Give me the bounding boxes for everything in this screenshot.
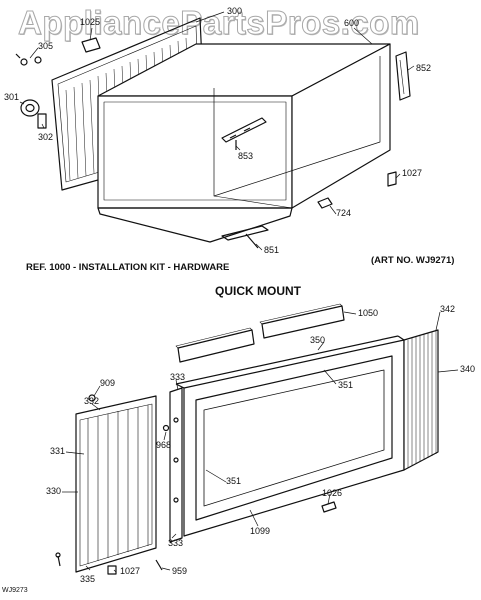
label-600: 600 bbox=[344, 18, 360, 28]
foam-strip-1050 bbox=[176, 304, 344, 362]
label-1025: 1025 bbox=[80, 17, 101, 27]
label-330: 330 bbox=[46, 486, 62, 496]
label-724: 724 bbox=[336, 208, 352, 218]
label-853: 853 bbox=[238, 151, 254, 161]
label-909: 909 bbox=[100, 378, 116, 388]
label-332: 332 bbox=[84, 396, 100, 406]
label-333-top: 333 bbox=[170, 372, 186, 382]
screw-968 bbox=[162, 424, 170, 432]
label-351-bottom: 351 bbox=[226, 476, 242, 486]
label-351-top: 351 bbox=[338, 380, 354, 390]
label-342: 342 bbox=[440, 304, 456, 314]
washer-909 bbox=[88, 394, 96, 402]
label-302: 302 bbox=[38, 132, 54, 142]
label-333-bottom: 333 bbox=[168, 538, 184, 548]
clip-302 bbox=[38, 114, 46, 128]
clip-724 bbox=[318, 198, 332, 208]
section-title: QUICK MOUNT bbox=[215, 284, 301, 298]
screw-959 bbox=[156, 560, 162, 570]
corner-code: WJ9273 bbox=[2, 587, 28, 594]
label-1050: 1050 bbox=[358, 308, 379, 318]
bracket-1025 bbox=[82, 38, 100, 52]
label-1027-top: 1027 bbox=[402, 168, 423, 178]
rail-851 bbox=[222, 226, 268, 248]
watermark: AppliancePartsPros.com bbox=[18, 4, 420, 42]
clip-1026 bbox=[322, 502, 336, 512]
label-1099: 1099 bbox=[250, 526, 271, 536]
label-300: 300 bbox=[227, 6, 243, 16]
bracket-852 bbox=[396, 52, 410, 100]
installation-kit-caption: REF. 1000 - INSTALLATION KIT - HARDWARE bbox=[26, 262, 230, 273]
label-852: 852 bbox=[416, 63, 432, 73]
clip-1027 bbox=[388, 172, 396, 186]
label-301: 301 bbox=[4, 92, 20, 102]
rail-853 bbox=[222, 118, 266, 150]
screws-305 bbox=[16, 54, 42, 66]
label-350: 350 bbox=[310, 335, 326, 345]
cabinet-600 bbox=[98, 44, 390, 242]
label-968: 968 bbox=[156, 440, 172, 450]
label-335: 335 bbox=[80, 574, 96, 584]
label-331: 331 bbox=[50, 446, 66, 456]
window-frame-1099 bbox=[176, 336, 404, 536]
label-851: 851 bbox=[264, 245, 280, 255]
label-340: 340 bbox=[460, 364, 476, 374]
label-959: 959 bbox=[172, 566, 188, 576]
screw-bottom-left bbox=[55, 552, 61, 566]
label-305: 305 bbox=[38, 41, 54, 51]
clip-1027b bbox=[108, 566, 116, 574]
side-panel-340 bbox=[404, 330, 438, 470]
side-bar-333 bbox=[170, 388, 182, 542]
label-1027-bottom: 1027 bbox=[120, 566, 141, 576]
knob-301 bbox=[20, 99, 40, 117]
art-number: (ART NO. WJ9271) bbox=[371, 255, 455, 266]
side-panel-331 bbox=[76, 396, 156, 572]
label-1026: 1026 bbox=[322, 488, 343, 498]
